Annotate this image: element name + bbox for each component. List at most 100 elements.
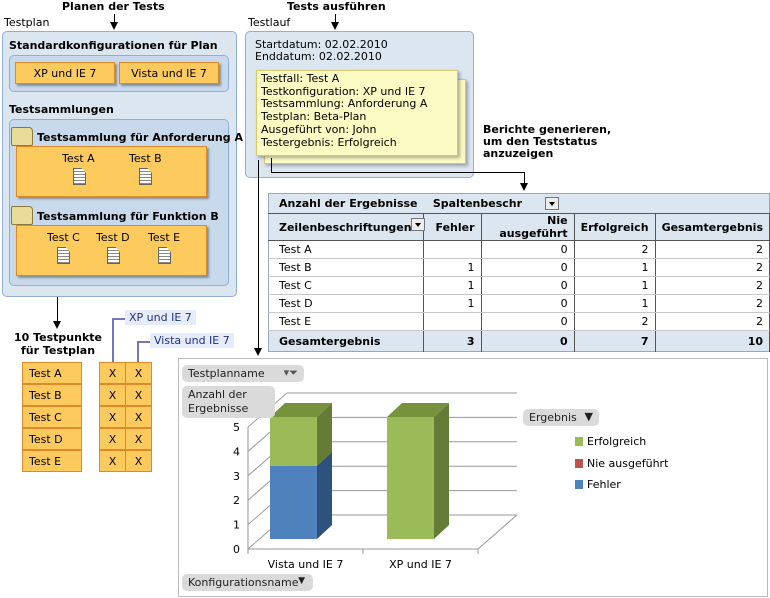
column-header: Gesamtergebnis (655, 213, 770, 241)
legend-title: Ergebnis (529, 411, 577, 424)
testpoint-vista: X (125, 406, 152, 428)
cell: 2 (655, 258, 770, 277)
column-filter-dropdown[interactable] (545, 197, 560, 211)
suite-a-title: Testsammlung für Anforderung A (37, 131, 243, 144)
row-label: Zeilenbeschriftungen (279, 220, 412, 234)
start-date: Startdatum: 02.02.2010 (255, 38, 388, 51)
chevron-down-icon: ▼ (584, 410, 593, 423)
legend-swatch (575, 437, 583, 446)
reports-line: Berichte generieren, (483, 123, 612, 136)
configs-title: Standardkonfigurationen für Plan (9, 39, 218, 52)
column-label: Spaltenbeschr (432, 196, 523, 210)
suite-b-title: Testsammlung für Funktion B (37, 210, 219, 223)
bar-top (270, 403, 332, 417)
x-tick-label: XP und IE 7 (389, 558, 452, 571)
card-line: Testkonfiguration: XP und IE 7 (261, 84, 426, 98)
reports-heading: Berichte generieren, um den Teststatus a… (483, 124, 611, 160)
arrow-down-icon (254, 348, 262, 356)
cell: 2 (655, 294, 770, 313)
bar-fehler (270, 465, 317, 539)
testpoint-vista: X (125, 362, 152, 384)
y-tick-label: 5 (233, 421, 240, 434)
row-filter-dropdown[interactable] (410, 217, 425, 231)
testpoint-xp: X (99, 384, 126, 406)
floor-edge (477, 514, 518, 550)
x-axis-filter[interactable]: Konfigurationsname ▼ (182, 574, 313, 591)
vista-config-label: Vista und IE 7 (150, 333, 234, 348)
testpoint-row: Test D (22, 428, 82, 450)
value-label: Anzahl der Ergebnisse (279, 196, 418, 210)
document-icon (73, 168, 86, 185)
arrow-down-icon (520, 183, 528, 191)
y-tick-label: 3 (233, 470, 240, 483)
testplan-label: Testplan (4, 16, 50, 29)
bar-side (317, 403, 332, 466)
cell: 2 (655, 312, 770, 331)
points-title-line1: 10 Testpunkte (13, 331, 103, 344)
bar-erfolgreich (387, 417, 434, 539)
legend-item: Fehler (587, 478, 621, 491)
y-tick-label: 4 (233, 445, 240, 458)
testlauf-label: Testlauf (248, 16, 291, 29)
reports-line: um den Teststatus (483, 135, 598, 148)
cell (423, 240, 482, 259)
row-name: Test D (268, 294, 425, 313)
run-heading: Tests ausführen (287, 0, 386, 13)
cell: 0 (481, 258, 575, 277)
testpoint-row: Test A (22, 362, 82, 384)
legend-filter[interactable]: Ergebnis ▼ (523, 409, 599, 426)
cell: 1 (574, 276, 656, 295)
pivot-chart (178, 358, 768, 597)
test-e: Test E (148, 231, 181, 244)
legend-swatch (575, 458, 583, 468)
suite-a-box (16, 146, 207, 197)
cell: 0 (481, 294, 575, 313)
y-tick-label: 1 (233, 519, 240, 532)
cell: 2 (574, 312, 656, 331)
test-b: Test B (129, 152, 162, 165)
config-xp: XP und IE 7 (15, 62, 115, 84)
end-date: Enddatum: 02.02.2010 (255, 50, 382, 63)
total-cell: 0 (481, 330, 575, 352)
arrow-down-icon (331, 22, 339, 30)
points-title: 10 Testpunkte für Testplan (0, 331, 116, 357)
cell: 2 (655, 276, 770, 295)
testpoint-vista: X (125, 450, 152, 472)
total-cell: 3 (423, 330, 482, 352)
card-line: Ausgeführt von: John (261, 122, 377, 136)
y-tick-label: 2 (233, 494, 240, 507)
pivot-top-header: Anzahl der Ergebnisse Spaltenbeschr (268, 193, 770, 214)
testpoint-row: Test B (22, 384, 82, 406)
filter-label: Testplanname (188, 367, 265, 380)
row-name: Test E (268, 312, 425, 331)
folder-icon (11, 127, 33, 146)
test-d: Test D (96, 231, 130, 244)
testplanname-filter[interactable]: Testplanname ▾⏷ (182, 365, 304, 382)
bar-top (387, 403, 449, 417)
cell: 1 (574, 258, 656, 277)
row-name: Test B (268, 258, 425, 277)
cell: 1 (574, 294, 656, 313)
pivot-table: Anzahl der Ergebnisse Spaltenbeschr Zeil… (268, 193, 770, 352)
legend-item: Nie ausgeführt (587, 456, 669, 470)
arrow-down-icon (53, 321, 61, 329)
cell: 0 (481, 276, 575, 295)
column-header: Fehler (423, 213, 482, 241)
cell: 0 (481, 312, 575, 331)
document-icon (107, 247, 120, 264)
filter-icon: ▾⏷ (283, 366, 298, 379)
card-line: Testfall: Test A (261, 72, 340, 85)
testpoint-row: Test E (22, 450, 82, 472)
total-cell: 7 (574, 330, 656, 352)
document-icon (57, 247, 70, 264)
bar-erfolgreich (270, 417, 317, 466)
cell: 2 (574, 240, 656, 259)
legend-item: Erfolgreich (587, 435, 647, 448)
column-header: Nie ausgeführt (481, 213, 575, 241)
